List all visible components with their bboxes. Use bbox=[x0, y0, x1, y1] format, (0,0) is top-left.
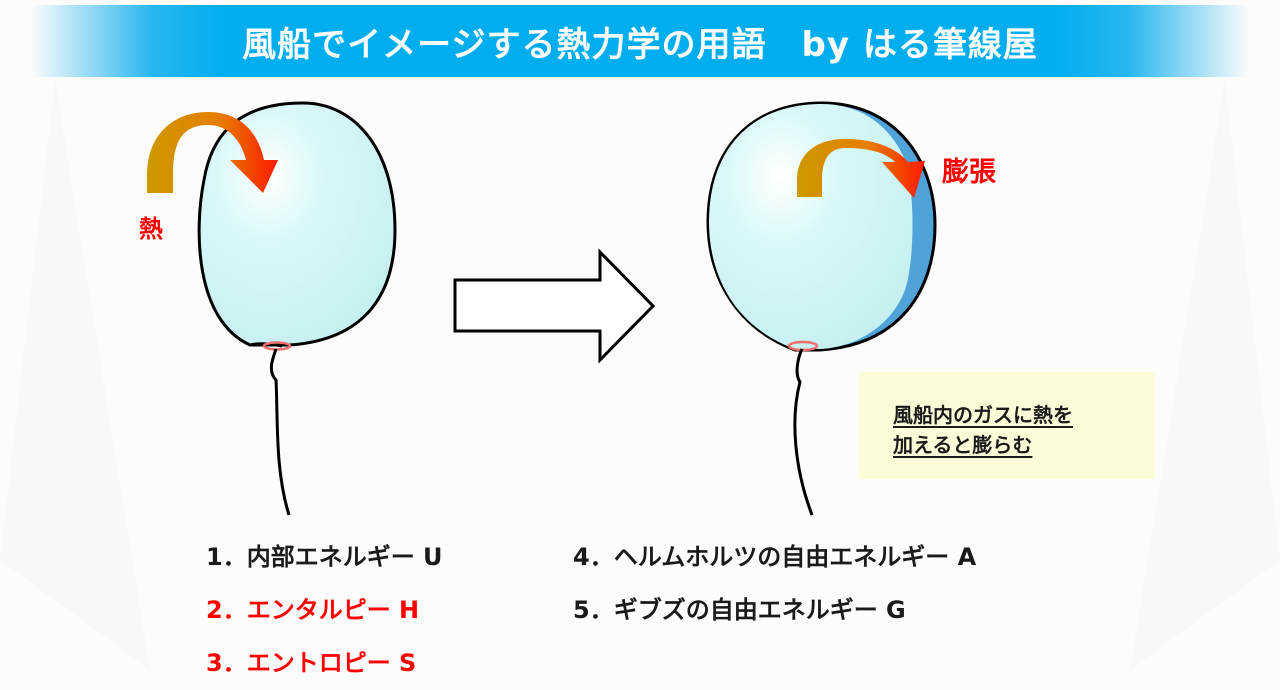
term-entropy: 3．エントロピー S bbox=[206, 649, 417, 677]
note-line-2: 加えると膨らむ bbox=[893, 433, 1033, 457]
term-internal-energy: 1．内部エネルギー U bbox=[206, 543, 443, 571]
note-text: 風船内のガスに熱を 加えると膨らむ bbox=[893, 400, 1073, 460]
term-enthalpy: 2．エンタルピー H bbox=[206, 596, 420, 624]
heat-in-arrow-icon bbox=[147, 112, 278, 193]
note-line-1: 風船内のガスに熱を bbox=[893, 403, 1073, 427]
term-list-column-2: 4．ヘルムホルツの自由エネルギー A 5．ギブズの自由エネルギー G bbox=[573, 531, 976, 637]
expansion-label: 膨張 bbox=[942, 157, 996, 188]
term-helmholtz-free-energy: 4．ヘルムホルツの自由エネルギー A bbox=[573, 543, 977, 571]
expansion-arrow-icon bbox=[797, 139, 925, 198]
term-gibbs-free-energy: 5．ギブズの自由エネルギー G bbox=[573, 596, 906, 624]
title-banner: 風船でイメージする熱力学の用語 by はる筆線屋 bbox=[30, 5, 1250, 77]
heat-label: 熱 bbox=[139, 215, 163, 243]
background-light-rays bbox=[0, 0, 1280, 670]
note-box: 風船内のガスに熱を 加えると膨らむ bbox=[859, 372, 1155, 479]
right-balloon bbox=[706, 101, 937, 516]
transition-arrow-icon bbox=[453, 248, 656, 364]
page-title: 風船でイメージする熱力学の用語 by はる筆線屋 bbox=[242, 24, 1038, 65]
balloon-diagram bbox=[147, 101, 937, 516]
term-list-column-1: 1．内部エネルギー U 2．エンタルピー H 3．エントロピー S bbox=[206, 531, 443, 690]
left-balloon bbox=[197, 101, 397, 516]
